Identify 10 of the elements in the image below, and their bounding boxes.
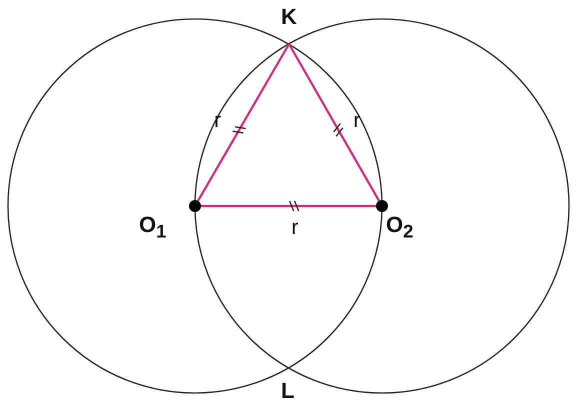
point-label: O$_{2}$ [386, 214, 414, 242]
edge-label: r [291, 216, 298, 238]
triangle-side [197, 43, 290, 202]
triangle-side [288, 43, 380, 202]
point-label: L [281, 380, 294, 402]
point-label: O$_{1}$ [139, 214, 166, 242]
edge-label: r [214, 110, 222, 131]
edge-label: r [353, 110, 360, 131]
point-label: K [281, 6, 297, 28]
triangle-side [201, 204, 376, 208]
